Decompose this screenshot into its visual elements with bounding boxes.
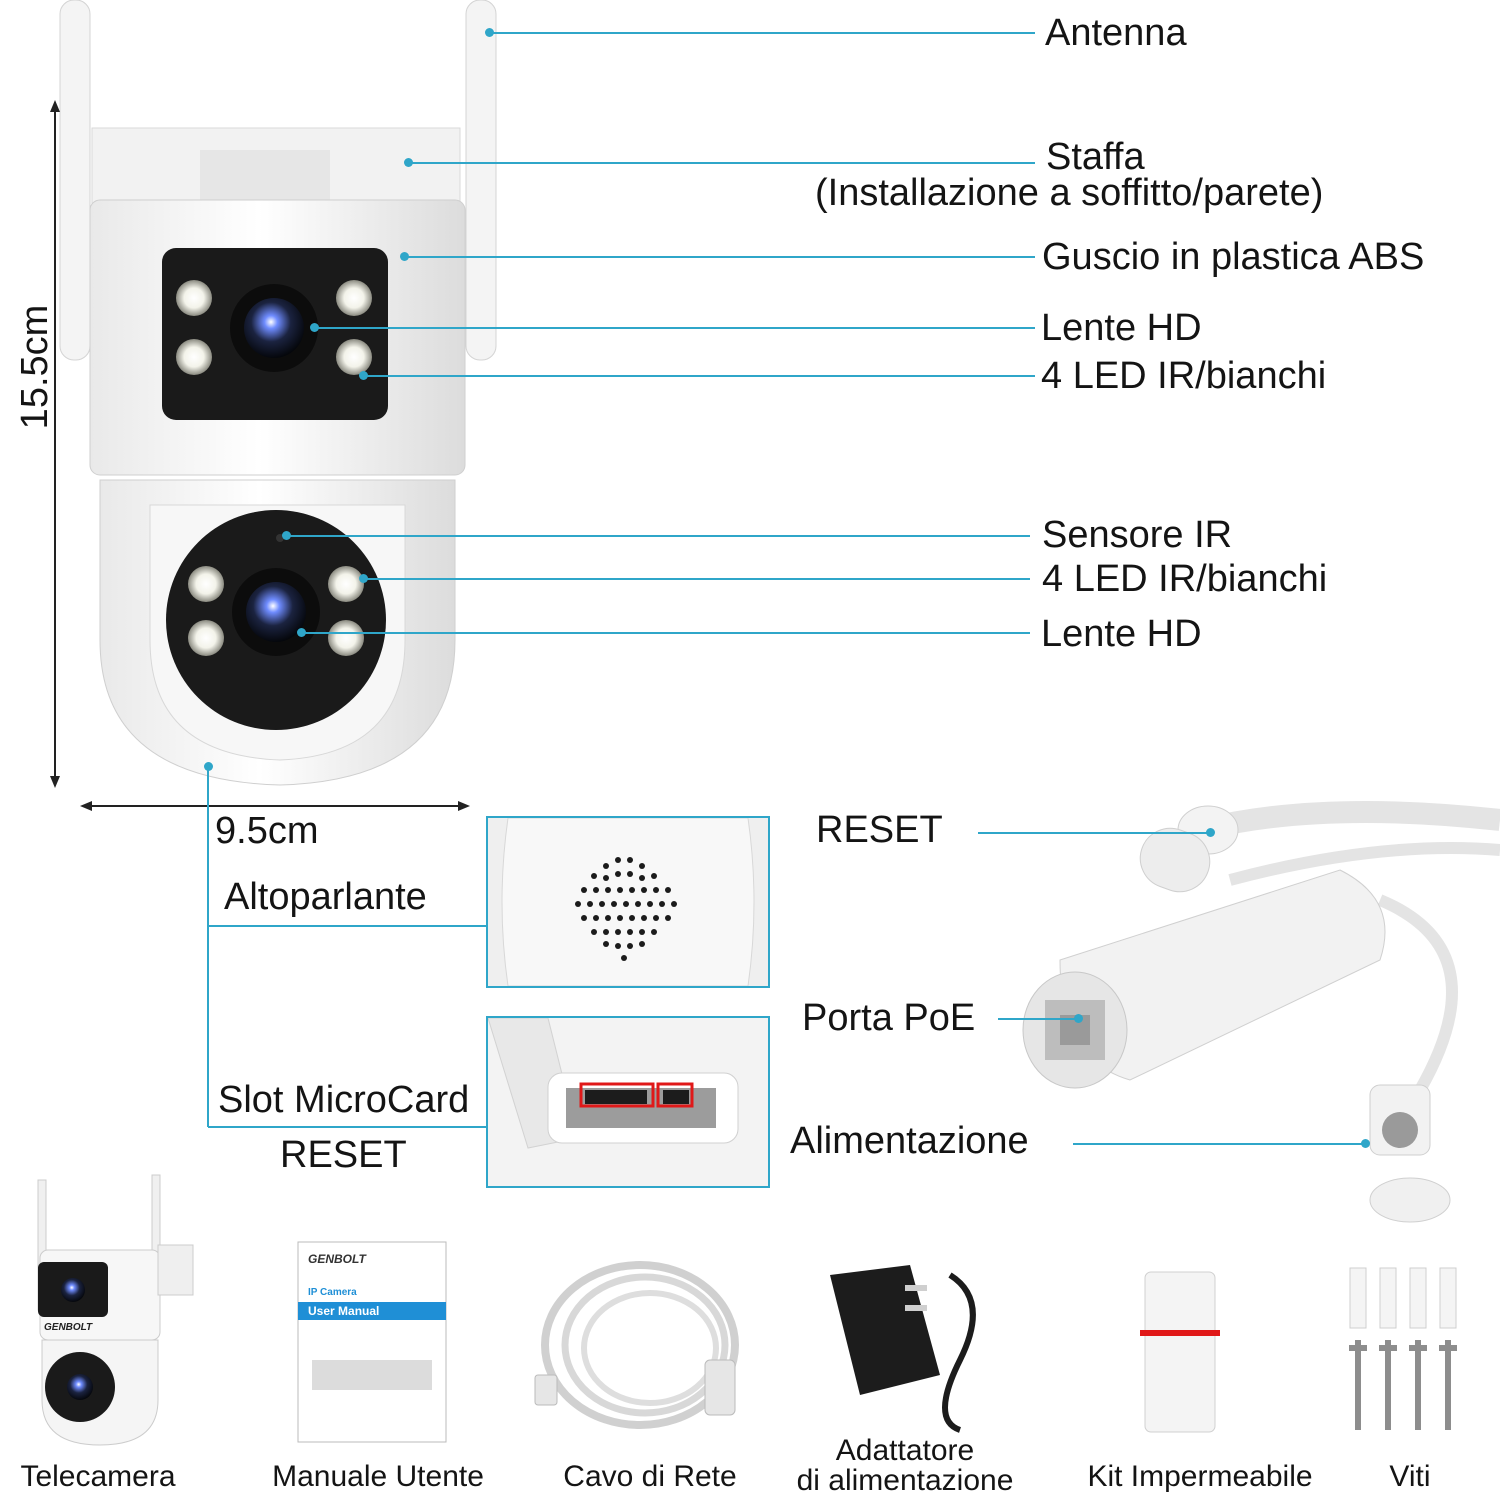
manual-title: User Manual xyxy=(308,1304,380,1318)
callout-dot-led-top xyxy=(359,371,368,380)
label-bracket: Staffa xyxy=(1046,136,1145,178)
package-item-screws: Viti xyxy=(1389,1460,1431,1493)
camera-brand-logo: GENBOLT xyxy=(44,1322,93,1333)
label-led-top: 4 LED IR/bianchi xyxy=(1041,355,1327,397)
label-reset-slot: RESET xyxy=(280,1134,407,1176)
manual-brand: GENBOLT xyxy=(308,1252,366,1266)
callout-dot-poe xyxy=(1074,1014,1083,1023)
callout-line-bracket xyxy=(408,162,1035,164)
manual-subtitle: IP Camera xyxy=(308,1287,357,1298)
label-shell: Guscio in plastica ABS xyxy=(1042,236,1425,278)
callout-line-poe xyxy=(998,1018,1078,1020)
callout-line-shell xyxy=(405,256,1035,258)
label-bracket-detail: (Installazione a soffitto/parete) xyxy=(815,172,1324,214)
package-item-adapter-line1: Adattatore xyxy=(835,1434,975,1467)
callout-dot-shell xyxy=(400,252,409,261)
dimension-height: 15.5cm xyxy=(14,304,56,430)
callout-dot-speaker-origin xyxy=(204,762,213,771)
callout-dot-led-bottom xyxy=(359,574,368,583)
speaker-detail-box xyxy=(486,816,770,988)
speaker-grille-icon xyxy=(488,818,768,986)
label-led-bottom: 4 LED IR/bianchi xyxy=(1042,558,1328,600)
callout-dot-bracket xyxy=(404,158,413,167)
dimension-width: 9.5cm xyxy=(215,810,319,852)
label-lens-bottom: Lente HD xyxy=(1041,613,1202,655)
label-reset-cable: RESET xyxy=(816,809,943,851)
callout-line-antenna xyxy=(490,32,1035,34)
callout-line-reset-cable xyxy=(978,832,1210,834)
package-item-camera: Telecamera xyxy=(20,1460,176,1493)
package-item-waterproof-kit: Kit Impermeabile xyxy=(1087,1460,1313,1493)
package-item-manual: Manuale Utente xyxy=(272,1460,484,1493)
package-item-cable: Cavo di Rete xyxy=(563,1460,737,1493)
label-power: Alimentazione xyxy=(790,1120,1029,1162)
card-slot-detail-box xyxy=(486,1016,770,1188)
callout-line-led-top xyxy=(364,375,1035,377)
callout-line-lens-top xyxy=(315,327,1035,329)
card-slot-icon xyxy=(488,1018,768,1186)
callout-line-ir-sensor xyxy=(287,535,1030,537)
callout-line-lens-bottom xyxy=(302,632,1030,634)
label-ir-sensor: Sensore IR xyxy=(1042,514,1233,556)
label-card-slot: Slot MicroCard xyxy=(218,1079,470,1121)
label-speaker: Altoparlante xyxy=(224,876,427,918)
package-item-adapter-line2: di alimentazione xyxy=(796,1464,1014,1497)
label-lens-top: Lente HD xyxy=(1041,307,1202,349)
callout-dot-lens-bottom xyxy=(297,628,306,637)
callout-dot-ir-sensor xyxy=(282,531,291,540)
label-poe-port: Porta PoE xyxy=(802,997,976,1039)
callout-dot-antenna xyxy=(485,28,494,37)
label-antenna: Antenna xyxy=(1045,12,1187,54)
callout-dot-reset-cable xyxy=(1206,828,1215,837)
callout-line-power xyxy=(1073,1143,1365,1145)
callout-dot-lens-top xyxy=(310,323,319,332)
callout-dot-power xyxy=(1361,1139,1370,1148)
callout-line-led-bottom xyxy=(364,578,1030,580)
